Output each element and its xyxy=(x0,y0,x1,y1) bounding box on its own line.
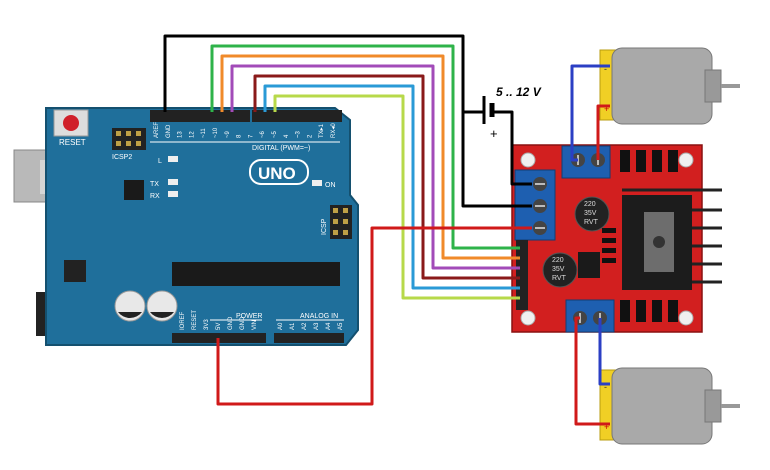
driver-regulator xyxy=(578,252,600,278)
led-l xyxy=(168,156,178,162)
battery-voltage-label: 5 .. 12 V xyxy=(496,85,542,99)
cap2-line3: RVT xyxy=(552,275,567,282)
motor-bottom: - + xyxy=(599,367,740,445)
pin-label: IOREF xyxy=(180,311,186,330)
wire-motor-top-plus xyxy=(596,104,610,160)
pin-label: 8 xyxy=(237,134,243,138)
icsp2-label: ICSP2 xyxy=(112,154,132,161)
wire-5v xyxy=(216,226,532,406)
uno-logo-frame xyxy=(249,159,309,185)
motor-top-plus: + xyxy=(604,104,609,114)
icsp-label: ICSP xyxy=(321,218,328,235)
motor-top: - + xyxy=(599,47,740,125)
wire-pin7 xyxy=(253,74,520,280)
wire-pin9 xyxy=(220,54,520,260)
pin-label: ~10 xyxy=(213,127,219,138)
pin-label: A4 xyxy=(326,322,332,330)
usb-chip xyxy=(124,180,144,200)
motor-top-body xyxy=(611,47,713,125)
power-header-label: POWER xyxy=(236,313,262,320)
pin-label: ~9 xyxy=(225,130,231,138)
wire-pin8 xyxy=(230,64,520,270)
cap2-line1: 220 xyxy=(552,257,564,264)
wire-battery-plus xyxy=(492,110,532,186)
l298n-driver: 220 35V RVT 220 35V RVT xyxy=(511,144,722,333)
pin-label: 2 xyxy=(307,134,313,138)
led-tx xyxy=(168,179,178,185)
led-l-label: L xyxy=(158,158,162,165)
led-rx-label: RX xyxy=(150,193,160,200)
pin-label: 13 xyxy=(178,131,184,138)
battery-plus-label: + xyxy=(490,126,498,141)
pin-label: RESET xyxy=(192,310,198,330)
pin-label: A3 xyxy=(314,322,320,330)
battery: 5 .. 12 V + xyxy=(482,85,542,141)
wires xyxy=(163,34,610,426)
power-pin-labels: IOREF RESET 3V3 5V GND GND VIN xyxy=(180,310,258,330)
analog-header xyxy=(274,333,344,343)
wire-gnd xyxy=(163,34,532,208)
wire-pin6 xyxy=(263,84,520,290)
atmega-chip xyxy=(172,262,340,286)
digital-label: DIGITAL (PWM=~) xyxy=(252,145,310,152)
wire-motor-bottom-plus xyxy=(574,316,610,426)
pin-label: ~6 xyxy=(260,130,266,138)
wire-pin5 xyxy=(273,94,520,300)
motor-bottom-body xyxy=(611,367,713,445)
cap1-line2: 35V xyxy=(584,210,597,217)
pin-label: 12 xyxy=(189,131,195,138)
pin-label: ~5 xyxy=(272,130,278,138)
pin-label: ~3 xyxy=(296,130,302,138)
motor-b-terminal xyxy=(565,299,615,333)
analog-pin-labels: A0 A1 A2 A3 A4 A5 xyxy=(278,322,344,330)
digital-header-right xyxy=(252,110,342,122)
wire-motor-top-minus xyxy=(570,64,610,162)
pin-label: AREF xyxy=(154,122,160,138)
led-rx xyxy=(168,191,178,197)
motor-top-minus: - xyxy=(604,64,607,74)
cap1-line1: 220 xyxy=(584,201,596,208)
pin-label: 4 xyxy=(284,134,290,138)
wire-pin10 xyxy=(210,44,520,250)
reset-label: RESET xyxy=(59,138,86,147)
pin-label: A5 xyxy=(338,322,344,330)
motor-bottom-plus: + xyxy=(604,422,609,432)
pin-label: GND xyxy=(228,316,234,330)
voltage-regulator xyxy=(64,260,86,282)
pin-label: GND xyxy=(240,316,246,330)
pin-label: A2 xyxy=(302,322,308,330)
analog-header-label: ANALOG IN xyxy=(300,313,338,320)
pin-label: A1 xyxy=(290,322,296,330)
pin-label: 3V3 xyxy=(204,319,210,330)
reset-button-cap xyxy=(63,115,79,131)
pin-label: GND xyxy=(166,124,172,138)
uno-logo: UNO xyxy=(258,164,296,183)
top-pin-labels: AREF GND 13 12 ~11 ~10 ~9 8 7 ~6 ~5 4 ~3 2 TX▸1 RX◂0 xyxy=(154,122,337,138)
led-tx-label: TX xyxy=(150,181,159,188)
motor-bottom-minus: - xyxy=(604,382,607,392)
pin-label: ~11 xyxy=(201,128,207,138)
led-on-label: ON xyxy=(325,182,336,189)
digital-header-left xyxy=(150,110,250,122)
cap1-line3: RVT xyxy=(584,219,599,226)
driver-capacitor-2 xyxy=(542,252,578,288)
wire-motor-bottom-minus xyxy=(598,318,610,386)
driver-capacitor-1 xyxy=(574,196,610,232)
pin-label: A0 xyxy=(278,322,284,330)
pin-label: 5V xyxy=(216,323,222,330)
cap2-line2: 35V xyxy=(552,266,565,273)
pin-label: 7 xyxy=(248,134,254,138)
pin-label: RX◂0 xyxy=(331,123,337,138)
pin-label: TX▸1 xyxy=(319,123,325,138)
arduino-pcb xyxy=(45,107,359,346)
led-on xyxy=(312,180,322,186)
pin-label: VIN xyxy=(252,320,258,330)
